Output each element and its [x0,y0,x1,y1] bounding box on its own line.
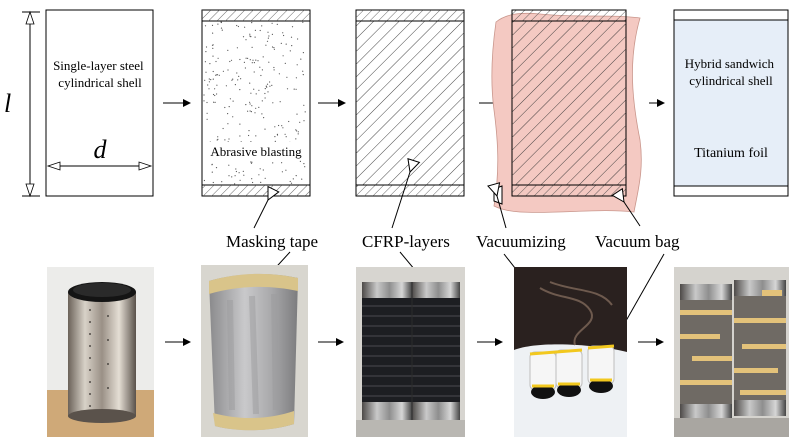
photo-hybrid-shells [674,267,789,437]
abrasive-blasting-label: Abrasive blasting [210,144,302,159]
abrasive-blasting-schematic: Abrasive blasting [201,9,311,197]
photo-masked-shell [201,265,308,437]
masking-tape-label: Masking tape [226,232,318,251]
photo-vacuum-bagging [514,267,627,437]
cfrp-layers-label: CFRP-layers [362,232,450,251]
shell-name-line1: Single-layer steel [53,58,144,73]
vacuum-bag-label: Vacuum bag [595,232,680,251]
svg-text:Hybrid sandwich cylindri: Hybrid sandwich cylindrical shell [685,56,777,88]
callout-leaders [253,172,641,229]
length-label: l [4,89,11,118]
svg-text:Single-layer steel cylin: Single-layer steel cylindrical shell [53,58,147,90]
length-dimension: l [4,10,40,198]
diameter-label: d [94,135,108,164]
hybrid-shell-line1: Hybrid sandwich [685,56,775,71]
photo-steel-shell [47,267,154,437]
vacuum-bag-schematic [491,9,642,213]
steel-shell-schematic: Single-layer steel cylindrical shell d [45,9,154,197]
shell-name-line2: cylindrical shell [58,75,142,90]
photo-cfrp-shells [356,267,465,437]
hybrid-shell-line2: cylindrical shell [689,73,773,88]
hybrid-shell-schematic: Hybrid sandwich cylindrical shell Titani… [673,9,789,197]
titanium-foil-label: Titanium foil [694,146,768,161]
cfrp-layers-schematic [355,9,465,197]
vacuumizing-label: Vacuumizing [476,232,566,251]
